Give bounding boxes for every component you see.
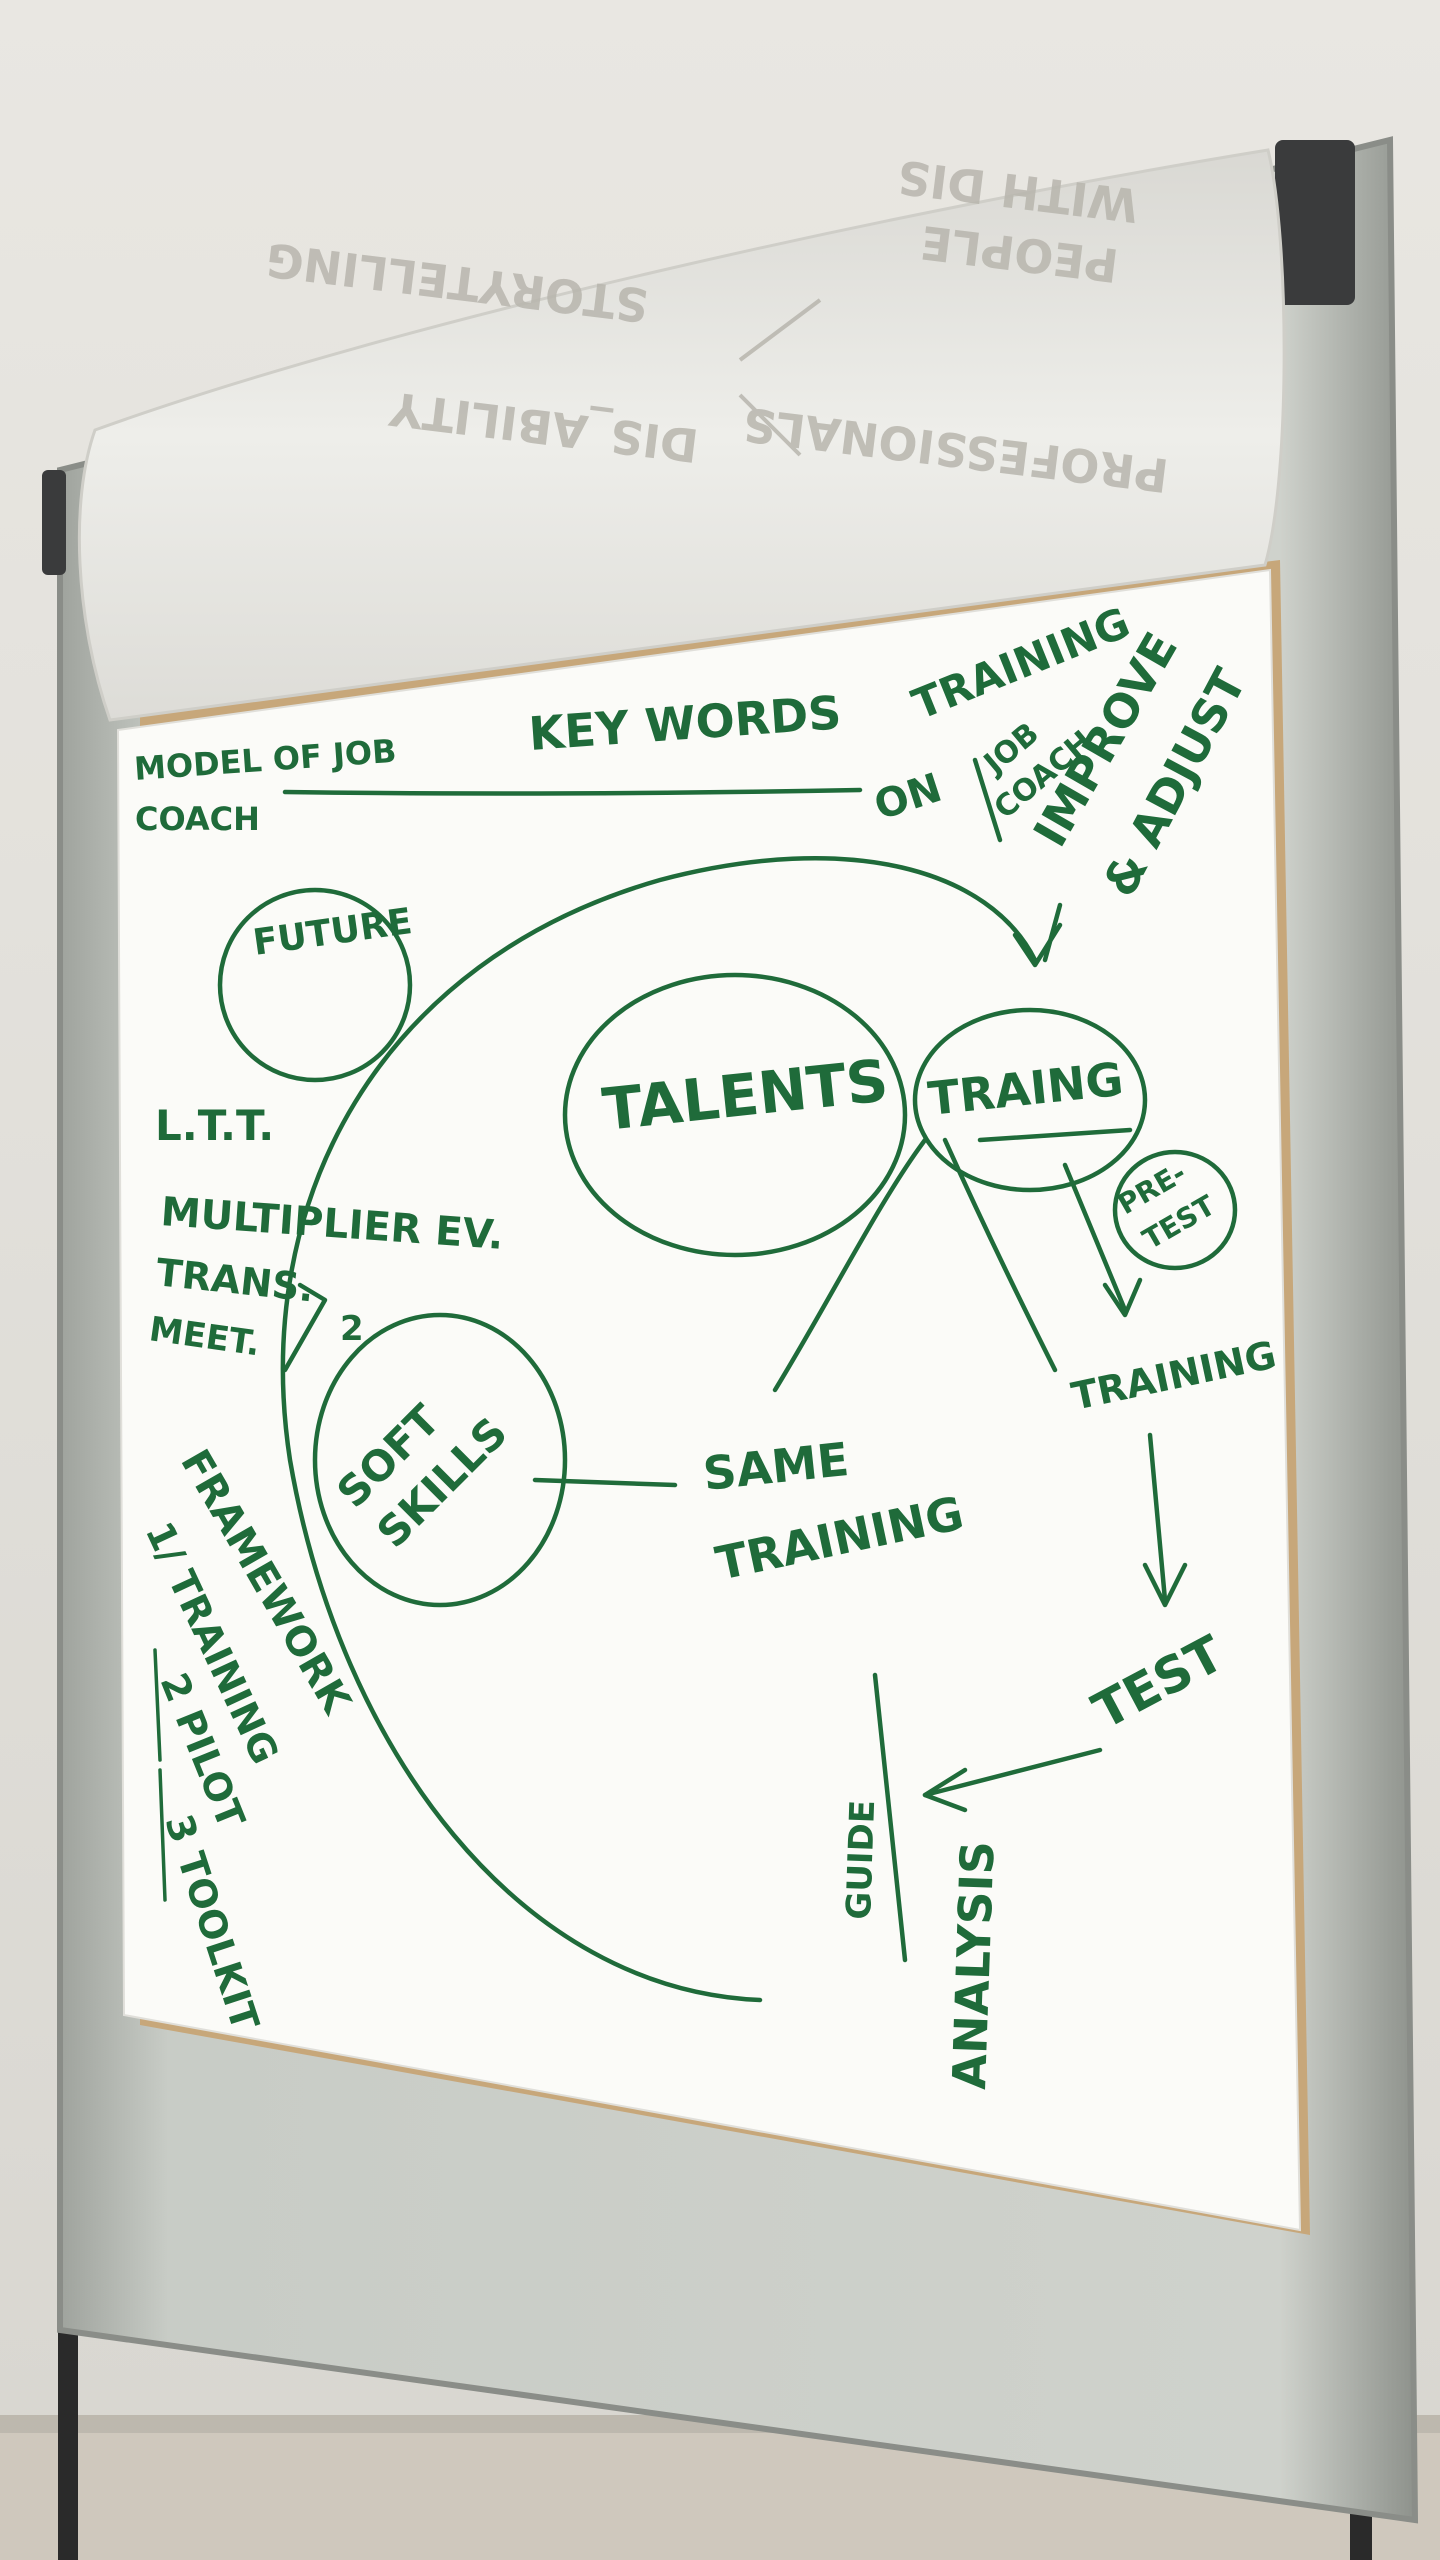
guide-text: GUIDE bbox=[839, 1799, 883, 1920]
coach-text: COACH bbox=[135, 800, 260, 838]
future-circle bbox=[217, 887, 413, 1083]
analysis-text: ANALYSIS bbox=[942, 1840, 1005, 2090]
number-2-text: 2 bbox=[340, 1309, 364, 1349]
ltt-text: L.T.T. bbox=[155, 1101, 274, 1150]
traing-circle bbox=[912, 1007, 1148, 1193]
easel-leg bbox=[58, 2300, 78, 2560]
board-clip bbox=[42, 470, 66, 575]
rolled-page bbox=[77, 148, 1286, 722]
paper-sheet bbox=[116, 568, 1302, 2232]
soft-skills-circle bbox=[312, 1312, 568, 1608]
talents-circle bbox=[562, 972, 908, 1258]
pretest-circle bbox=[1112, 1149, 1238, 1271]
board-clip bbox=[1275, 140, 1355, 305]
